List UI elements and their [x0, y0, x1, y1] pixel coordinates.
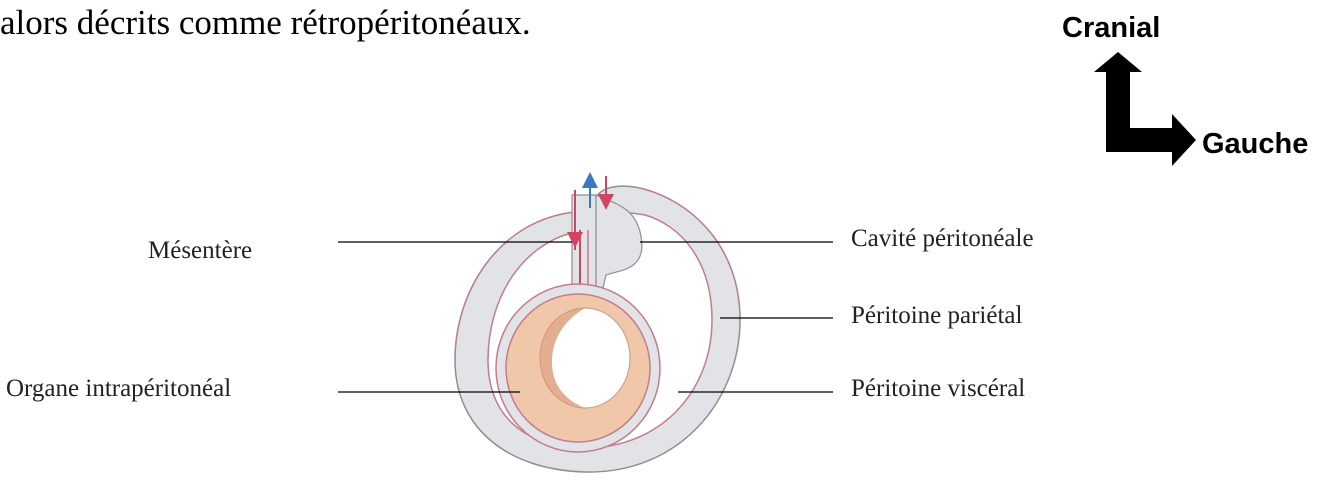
orientation-arrow-icon [1094, 52, 1196, 166]
intraperitoneal-organ [506, 294, 650, 442]
